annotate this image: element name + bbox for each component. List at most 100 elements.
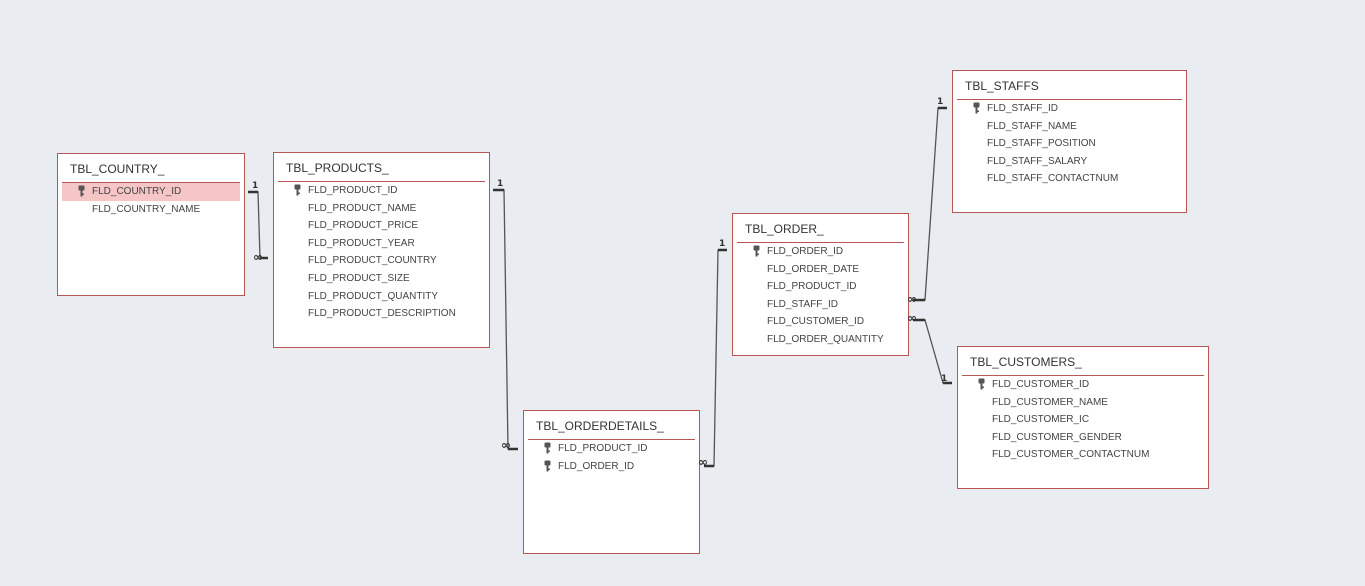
field-row[interactable]: FLD_STAFF_ID (737, 296, 904, 314)
field-row[interactable]: FLD_STAFF_NAME (957, 118, 1182, 136)
key-icon (973, 102, 980, 114)
cardinality-one-label: 1 (252, 181, 258, 191)
field-row[interactable]: FLD_CUSTOMER_CONTACTNUM (962, 446, 1204, 464)
field-name: FLD_ORDER_QUANTITY (767, 333, 884, 345)
field-row[interactable]: FLD_PRODUCT_ID (278, 182, 485, 200)
cardinality-one-label: 1 (497, 179, 503, 189)
field-row[interactable]: FLD_PRODUCT_QUANTITY (278, 288, 485, 306)
field-row[interactable]: FLD_CUSTOMER_ID (962, 376, 1204, 394)
field-row[interactable]: FLD_ORDER_DATE (737, 261, 904, 279)
field-row[interactable]: FLD_STAFF_POSITION (957, 135, 1182, 153)
field-name: FLD_CUSTOMER_CONTACTNUM (992, 449, 1150, 461)
field-row[interactable]: FLD_ORDER_QUANTITY (737, 331, 904, 349)
relationship-line[interactable] (913, 107, 947, 301)
table-title[interactable]: TBL_ORDERDETAILS_ (536, 419, 664, 433)
field-name: FLD_PRODUCT_SIZE (308, 272, 410, 284)
field-row[interactable]: FLD_COUNTRY_ID (62, 183, 240, 201)
title-divider (62, 182, 240, 183)
field-name: FLD_PRODUCT_DESCRIPTION (308, 308, 456, 320)
title-divider (962, 375, 1204, 376)
field-name: FLD_PRODUCT_ID (767, 281, 857, 293)
field-row[interactable]: FLD_CUSTOMER_IC (962, 411, 1204, 429)
field-row[interactable]: FLD_STAFF_ID (957, 100, 1182, 118)
field-name: FLD_STAFF_ID (767, 298, 838, 310)
field-row[interactable]: FLD_ORDER_ID (528, 458, 695, 476)
field-name: FLD_ORDER_DATE (767, 263, 860, 275)
cardinality-many-label: ∞ (501, 438, 511, 452)
field-row[interactable]: FLD_PRODUCT_COUNTRY (278, 252, 485, 270)
cardinality-one-label: 1 (941, 374, 947, 384)
field-name: FLD_PRODUCT_NAME (308, 202, 417, 214)
field-name: FLD_ORDER_ID (767, 246, 844, 257)
field-name: FLD_ORDER_ID (558, 460, 635, 472)
cardinality-many-label: ∞ (907, 292, 917, 306)
field-name: FLD_CUSTOMER_GENDER (992, 431, 1122, 443)
field-row[interactable]: FLD_PRODUCT_ID (528, 440, 695, 458)
field-list: FLD_CUSTOMER_ID FLD_CUSTOMER_NAME FLD_CUST… (962, 376, 1204, 464)
field-row[interactable]: FLD_PRODUCT_SIZE (278, 270, 485, 288)
field-name: FLD_STAFF_ID (987, 103, 1058, 114)
relationship-customers-order[interactable]: 1∞ (907, 311, 952, 385)
table-products[interactable]: TBL_PRODUCTS_ FLD_PRODUCT_ID FLD_PRODUCT_N… (273, 152, 490, 348)
table-orderdetails[interactable]: TBL_ORDERDETAILS_ FLD_PRODUCT_ID FLD_ORDER… (523, 410, 700, 554)
table-title[interactable]: TBL_STAFFS (965, 79, 1039, 93)
relationship-line[interactable] (493, 189, 518, 450)
field-row[interactable]: FLD_CUSTOMER_ID (737, 313, 904, 331)
relationship-line[interactable] (704, 249, 727, 467)
field-list: FLD_PRODUCT_ID FLD_ORDER_ID (528, 440, 695, 475)
table-title[interactable]: TBL_CUSTOMERS_ (970, 355, 1082, 369)
field-name: FLD_COUNTRY_ID (92, 186, 182, 197)
field-list: FLD_ORDER_ID FLD_ORDER_DATE FLD_PRODUCT_ID… (737, 243, 904, 349)
field-list: FLD_PRODUCT_ID FLD_PRODUCT_NAME FLD_PRODUC… (278, 182, 485, 323)
field-name: FLD_STAFF_POSITION (987, 138, 1096, 150)
field-row[interactable]: FLD_COUNTRY_NAME (62, 201, 240, 219)
field-list: FLD_COUNTRY_ID FLD_COUNTRY_NAME (62, 183, 240, 218)
field-row[interactable]: FLD_PRODUCT_YEAR (278, 235, 485, 253)
field-row[interactable]: FLD_ORDER_ID (737, 243, 904, 261)
key-icon (544, 460, 551, 472)
cardinality-many-label: ∞ (253, 250, 263, 264)
field-row[interactable]: FLD_PRODUCT_DESCRIPTION (278, 305, 485, 323)
title-divider (737, 242, 904, 243)
relationship-line[interactable] (248, 191, 268, 259)
title-divider (957, 99, 1182, 100)
cardinality-one-label: 1 (719, 239, 725, 249)
field-row[interactable]: FLD_STAFF_CONTACTNUM (957, 170, 1182, 188)
table-title[interactable]: TBL_COUNTRY_ (70, 162, 165, 176)
relationship-country-products[interactable]: 1∞ (248, 181, 268, 264)
cardinality-many-label: ∞ (907, 311, 917, 325)
table-country[interactable]: TBL_COUNTRY_ FLD_COUNTRY_ID FLD_COUNTRY_NA… (57, 153, 245, 296)
field-name: FLD_PRODUCT_YEAR (308, 237, 415, 249)
field-name: FLD_CUSTOMER_ID (992, 379, 1090, 390)
relationship-products-orderdetails[interactable]: 1∞ (493, 179, 518, 452)
field-name: FLD_STAFF_SALARY (987, 155, 1088, 167)
field-row[interactable]: FLD_STAFF_SALARY (957, 153, 1182, 171)
cardinality-many-label: ∞ (698, 455, 708, 469)
field-name: FLD_CUSTOMER_NAME (992, 396, 1108, 408)
key-icon (978, 378, 985, 390)
field-name: FLD_PRODUCT_COUNTRY (308, 255, 437, 267)
field-name: FLD_STAFF_CONTACTNUM (987, 173, 1119, 185)
key-icon (78, 185, 85, 197)
field-row[interactable]: FLD_CUSTOMER_NAME (962, 394, 1204, 412)
field-name: FLD_CUSTOMER_IC (992, 414, 1090, 426)
field-name: FLD_PRODUCT_QUANTITY (308, 290, 439, 302)
field-row[interactable]: FLD_CUSTOMER_GENDER (962, 429, 1204, 447)
field-row[interactable]: FLD_PRODUCT_NAME (278, 200, 485, 218)
table-title[interactable]: TBL_PRODUCTS_ (286, 161, 389, 175)
field-name: FLD_COUNTRY_NAME (92, 203, 201, 215)
cardinality-one-label: 1 (937, 97, 943, 107)
field-row[interactable]: FLD_PRODUCT_ID (737, 278, 904, 296)
relationship-staffs-order[interactable]: 1∞ (907, 97, 947, 306)
relationship-order-orderdetails[interactable]: 1∞ (698, 239, 727, 469)
field-name: FLD_STAFF_NAME (987, 120, 1077, 132)
field-row[interactable]: FLD_PRODUCT_PRICE (278, 217, 485, 235)
table-title[interactable]: TBL_ORDER_ (745, 222, 824, 236)
key-icon (753, 245, 760, 257)
field-list: FLD_STAFF_ID FLD_STAFF_NAME FLD_STAFF_POSI… (957, 100, 1182, 188)
